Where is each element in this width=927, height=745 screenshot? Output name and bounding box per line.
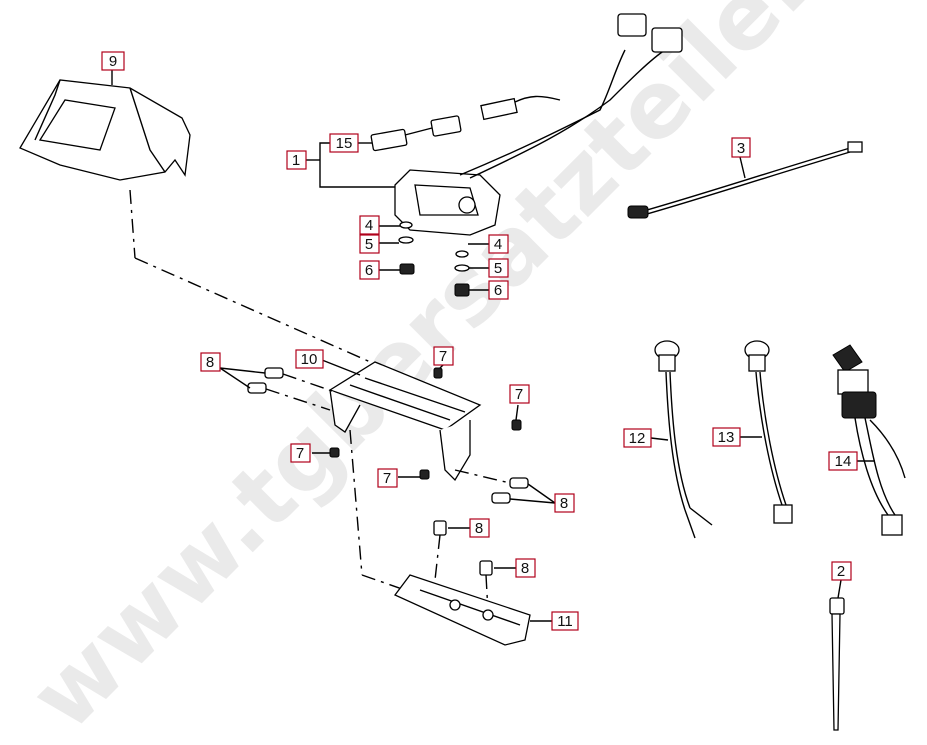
callout-2-label: 2 [837, 563, 845, 580]
callout-8c[interactable]: 8 [469, 518, 490, 538]
callout-5b-label: 5 [494, 260, 502, 277]
indicator-lamp-13[interactable] [744, 340, 793, 524]
callout-14[interactable]: 14 [828, 451, 858, 471]
leader-10 [321, 359, 361, 376]
callout-4b-label: 4 [494, 236, 502, 253]
callout-5b[interactable]: 5 [488, 258, 509, 278]
callout-1-label: 1 [292, 152, 300, 169]
callout-15-label: 15 [336, 135, 353, 152]
headlight-cover[interactable] [19, 79, 191, 181]
leader-7b [515, 404, 519, 421]
indicator-lamp-12[interactable] [654, 340, 713, 539]
callout-8b[interactable]: 8 [554, 493, 575, 513]
leader-12 [650, 437, 669, 441]
callout-2[interactable]: 2 [831, 561, 852, 581]
callout-8b-label: 8 [560, 495, 568, 512]
leader-2 [837, 579, 842, 599]
leader-8a1 [219, 367, 266, 374]
leader-8b2 [509, 498, 556, 504]
callout-7c[interactable]: 7 [290, 443, 311, 463]
callout-6b[interactable]: 6 [488, 280, 509, 300]
bolt-8b[interactable] [491, 477, 529, 504]
callout-7d-label: 7 [383, 470, 391, 487]
dash-10-11b [361, 574, 406, 591]
bolt-8d[interactable] [479, 560, 493, 576]
callout-10-label: 10 [301, 351, 318, 368]
callout-15[interactable]: 15 [329, 133, 359, 153]
callout-7b[interactable]: 7 [509, 384, 530, 404]
callout-4a[interactable]: 4 [359, 215, 380, 235]
callout-10[interactable]: 10 [295, 349, 324, 369]
callout-12-label: 12 [629, 430, 646, 447]
callout-5a-label: 5 [365, 236, 373, 253]
lower-bracket[interactable] [393, 574, 531, 646]
callout-7d[interactable]: 7 [377, 468, 398, 488]
callout-5a[interactable]: 5 [359, 234, 380, 254]
callout-11[interactable]: 11 [551, 611, 579, 631]
dash-9a [129, 189, 136, 259]
callout-6b-label: 6 [494, 282, 502, 299]
dash-8c [434, 534, 441, 581]
callout-8d-label: 8 [521, 560, 529, 577]
callout-13-label: 13 [718, 429, 735, 446]
callout-7c-label: 7 [296, 445, 304, 462]
callout-7b-label: 7 [515, 386, 523, 403]
mounting-bracket[interactable] [328, 361, 482, 482]
leader-1 [319, 142, 395, 188]
dash-8b [454, 469, 511, 484]
callout-12[interactable]: 12 [623, 428, 652, 448]
callout-8a[interactable]: 8 [200, 352, 221, 372]
dash-8a1 [282, 373, 336, 393]
callout-4b[interactable]: 4 [488, 234, 509, 254]
callout-14-label: 14 [835, 453, 852, 470]
dash-10-11a [349, 429, 363, 576]
cable-tie-2[interactable] [829, 597, 845, 731]
speedo-cable[interactable] [627, 141, 863, 219]
callout-11-label: 11 [557, 613, 573, 630]
switch-14[interactable] [832, 344, 906, 536]
bolt-8a[interactable] [247, 367, 284, 394]
screw-7c[interactable] [329, 447, 340, 458]
callout-3-label: 3 [737, 140, 745, 157]
leader-8b1 [527, 483, 556, 504]
screw-7d[interactable] [419, 469, 430, 480]
callout-13[interactable]: 13 [712, 427, 741, 447]
callout-3[interactable]: 3 [731, 137, 751, 158]
bolt-8c[interactable] [433, 520, 447, 536]
callout-1[interactable]: 1 [286, 150, 307, 170]
callout-6a[interactable]: 6 [359, 260, 380, 280]
callout-8a-label: 8 [206, 354, 214, 371]
leader-3 [739, 156, 746, 179]
callout-9-label: 9 [109, 53, 117, 70]
leader-8a2 [219, 367, 251, 389]
screw-7a[interactable] [433, 367, 443, 379]
callout-6a-label: 6 [365, 262, 373, 279]
screw-7b[interactable] [511, 419, 522, 431]
callout-9[interactable]: 9 [101, 51, 125, 71]
connector-15[interactable] [370, 115, 462, 152]
speedometer[interactable] [394, 13, 683, 236]
callout-7a[interactable]: 7 [433, 346, 454, 366]
callout-8d[interactable]: 8 [515, 558, 536, 578]
dash-8a2 [265, 388, 331, 411]
callout-4a-label: 4 [365, 217, 373, 234]
callout-7a-label: 7 [439, 348, 447, 365]
washer-set-left[interactable] [398, 221, 415, 275]
callout-8c-label: 8 [475, 520, 483, 537]
